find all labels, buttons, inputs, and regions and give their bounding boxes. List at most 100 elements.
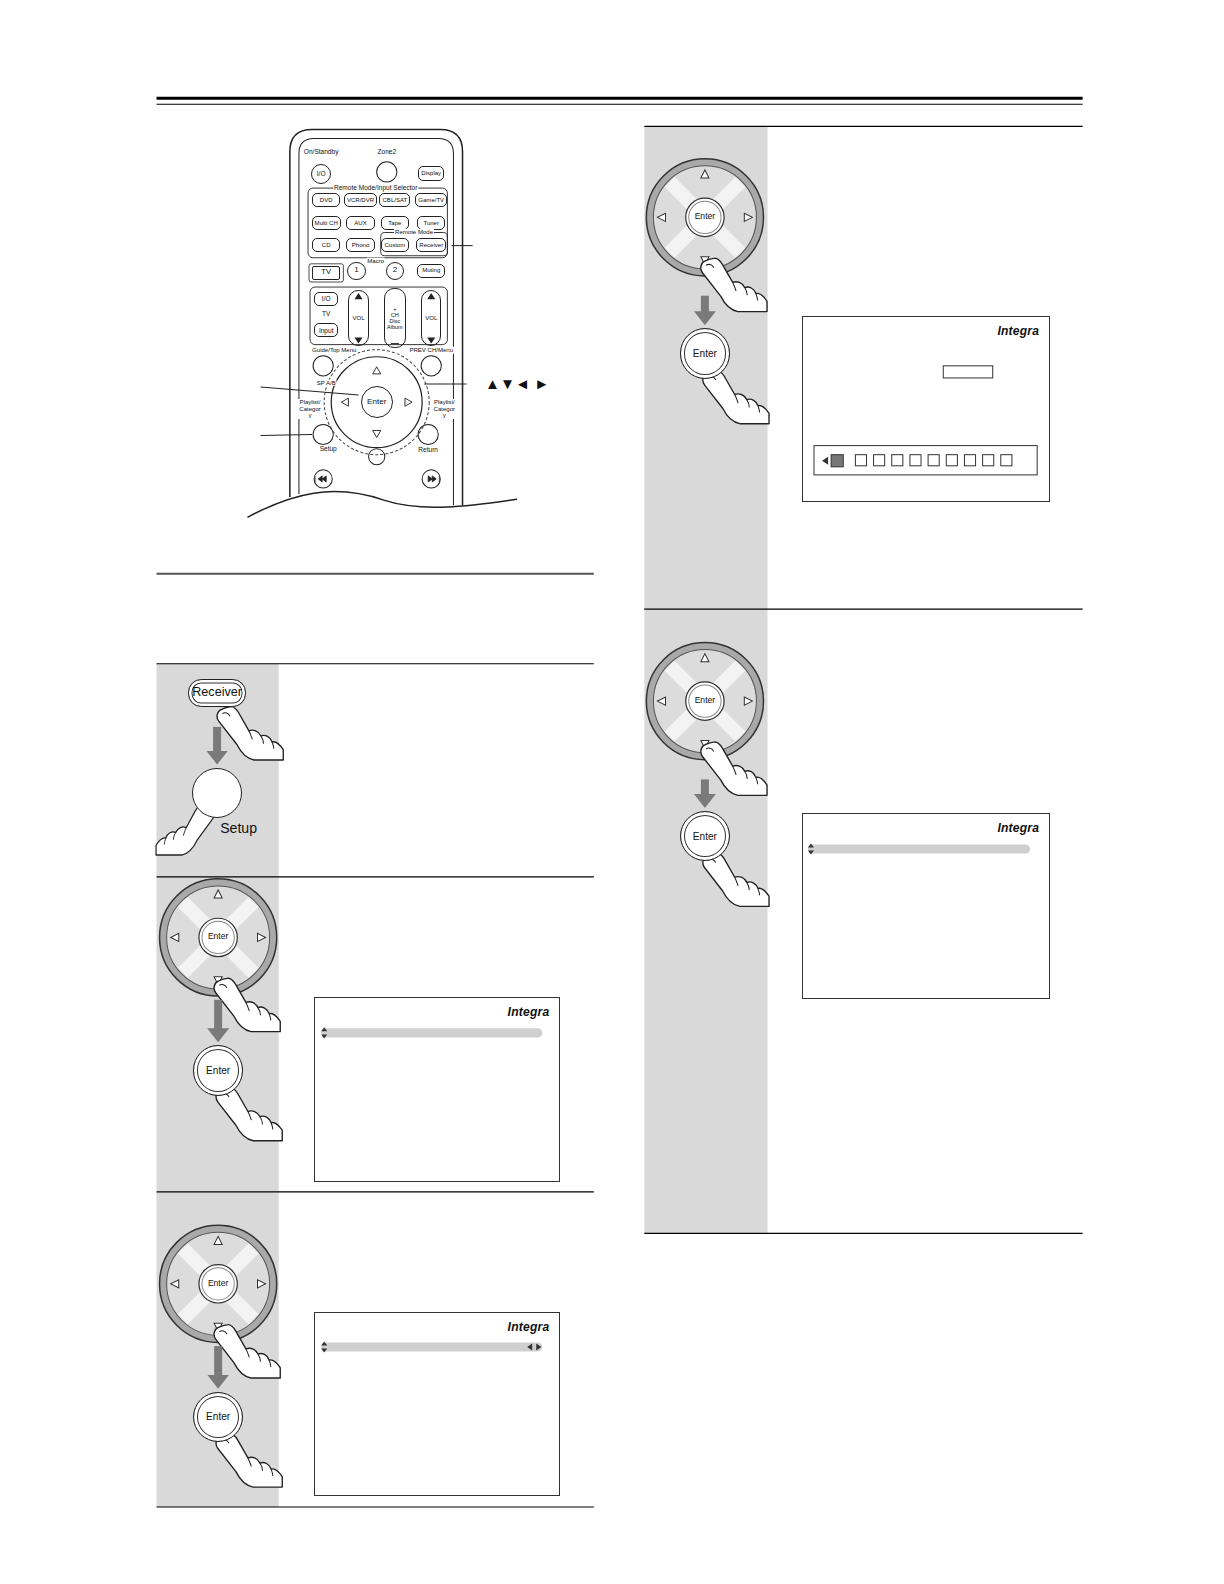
remote-label: Remote Mode [394,229,434,236]
remote-label: Macro [366,257,385,264]
remote-label: Return [417,447,439,454]
button-label: 1 [354,266,358,275]
setup-button: Setup [192,768,242,818]
round-button: Enter [361,386,393,418]
button-label: 2 [393,266,397,275]
enter-button: Enter [680,811,730,861]
button-label: VCR/DVR [347,197,374,204]
button-label: Tuner [423,220,439,227]
step-arrow [214,1000,222,1032]
remote-label: Playlist/Category [432,399,456,419]
enter-button: Enter [680,328,730,378]
button-label: Custom [384,242,405,249]
button-label: Phono [352,242,370,249]
remote-label: On/Standby [303,149,340,156]
remote-button: Input [314,323,338,337]
brand-logo: Integra [997,325,1039,338]
remote-button: Muting [417,264,445,278]
button-label: Enter [206,1411,230,1422]
volume-rocker: VOL [421,290,441,347]
round-button: 2 [386,262,404,280]
remote-button: CD [312,238,340,252]
button-label: I/O [317,170,326,177]
button-label: Multi CH [315,220,338,227]
remote-button: I/O [314,292,338,306]
button-label: Setup [220,821,257,837]
remote-label: PREV CH/Menu [408,347,454,354]
button-label: CBL/SAT [382,197,407,204]
button-label: AUX [354,220,366,227]
remote-label: Remote Mode/Input Selector [333,184,418,191]
button-label: Receiver [419,242,443,249]
button-label: Enter [695,696,716,705]
remote-button: DVD [312,193,340,207]
step-arrow [213,727,221,755]
remote-button: Display [418,166,444,181]
remote-button: VCR/DVR [344,193,377,207]
remote-button: Phono [346,238,374,252]
remote-label: ▲▼◄ ► [484,375,550,392]
remote-button: Multi CH [312,216,341,230]
button-label: Enter [693,831,717,842]
onscreen-menu: Integra [314,997,560,1182]
button-label: Input [319,327,334,334]
button-label: Enter [208,932,229,941]
brand-logo: Integra [508,1006,550,1019]
onscreen-menu: Integra [314,1312,560,1496]
enter-button: Enter [193,1045,243,1095]
button-label: Enter [206,1065,230,1076]
cursor-pad: Enter [160,1225,277,1342]
button-label: Disc [389,318,400,324]
button-label: Enter [208,1279,229,1288]
remote-label: Playlist/Category [298,399,322,419]
channel-rocker: +CHDiscAlbum [384,288,406,349]
button-label: CH [391,312,399,318]
tv-button: TV [312,266,340,280]
button-label: Tape [388,220,401,227]
button-label: VOL [352,315,364,322]
round-button: I/O [311,164,331,184]
button-label: Game/TV [418,197,444,204]
button-label: Display [421,170,441,177]
remote-label: Zone2 [376,149,397,156]
button-label: I/O [322,295,331,302]
step-arrow [701,296,709,316]
remote-label: Guide/Top Menu [311,347,357,354]
cursor-pad: Enter [646,159,763,276]
cursor-pad: Enter [160,879,277,996]
enter-button: Enter [193,1392,243,1442]
button-label: CD [322,242,331,249]
brand-logo: Integra [997,822,1039,835]
button-label: Album [387,324,403,330]
button-label: VOL [425,315,437,322]
onscreen-menu: Integra [802,316,1050,502]
button-label: Muting [422,267,440,274]
button-label: TV [321,268,331,276]
volume-rocker: VOL [348,290,368,347]
remote-button: Game/TV [415,193,447,207]
button-label: Receiver [192,686,242,700]
remote-button: Custom [381,238,409,252]
cursor-pad: Enter [646,642,763,759]
remote-label: TV [321,310,331,317]
button-label: DVD [320,197,333,204]
button-label: + [393,306,396,312]
button-label: Enter [367,398,386,407]
brand-logo: Integra [508,1321,550,1334]
remote-button: Receiver [416,238,446,252]
remote-button: CBL/SAT [379,193,410,207]
step-arrow [214,1346,222,1379]
remote-button: AUX [346,216,374,230]
round-button: 1 [347,262,365,280]
receiver-button: Receiver [188,679,247,707]
remote-label: Setup [319,446,338,453]
onscreen-menu: Integra [802,813,1050,999]
button-label: Enter [693,348,717,359]
step-arrow [701,779,709,798]
button-label: Enter [695,212,716,221]
remote-label: SP A/B [316,379,337,386]
